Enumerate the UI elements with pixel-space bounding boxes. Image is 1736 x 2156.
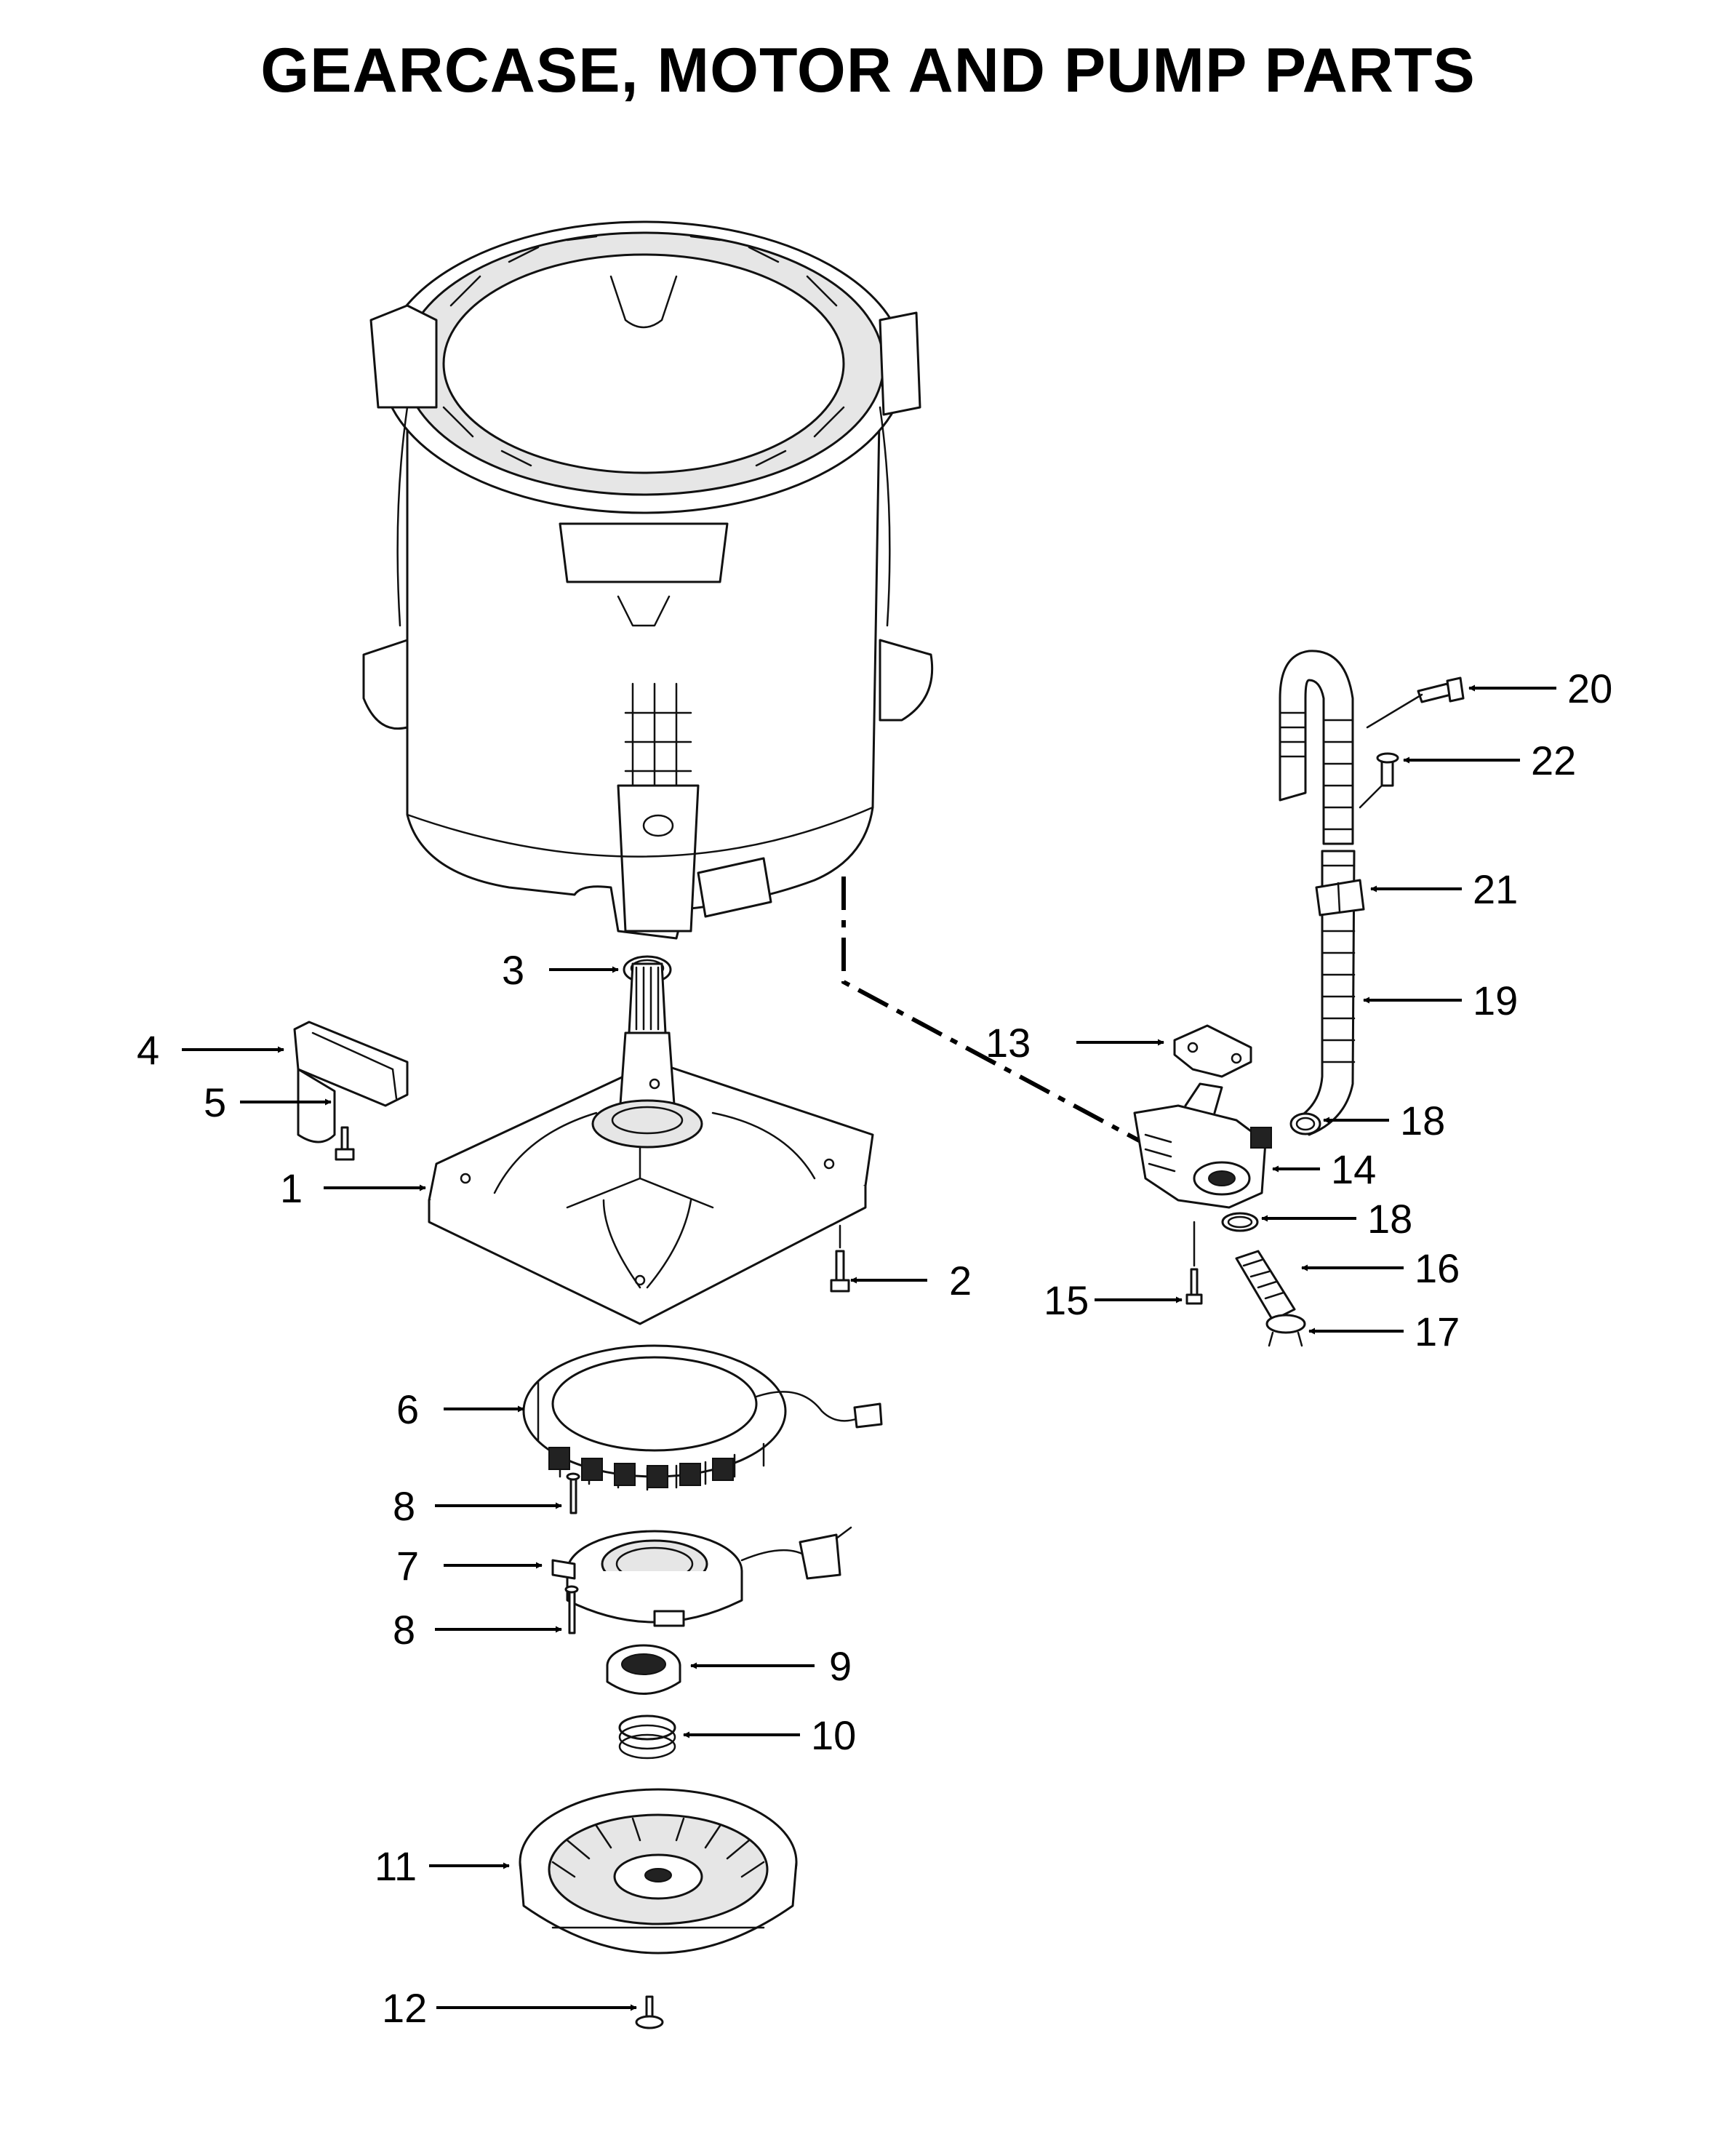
callout-8-upper: 8 (393, 1483, 415, 1529)
callout-5: 5 (204, 1079, 226, 1125)
part-7-hall-sensor-shield (551, 1526, 852, 1627)
part-13-gasket (1173, 1024, 1252, 1078)
part-15-screw (1185, 1221, 1203, 1305)
callout-17: 17 (1415, 1309, 1460, 1354)
callout-10: 10 (811, 1712, 856, 1758)
part-22-screw (1359, 752, 1399, 809)
part-11-rotor (519, 1788, 798, 1955)
callout-3: 3 (502, 947, 524, 993)
part-12-bolt (635, 1995, 664, 2029)
callout-22: 22 (1531, 738, 1576, 783)
part-10-spring (618, 1714, 676, 1760)
callout-labels: 1 2 3 4 5 6 7 8 8 9 10 11 12 13 14 15 16… (137, 666, 1612, 2031)
callout-15: 15 (1044, 1277, 1089, 1323)
part-4-bracket (293, 1021, 409, 1143)
assembly-connector-dashed-line (841, 877, 1143, 1144)
callout-1: 1 (280, 1165, 303, 1211)
part-14-pump (1133, 1082, 1272, 1209)
part-6-stator (522, 1344, 883, 1491)
callout-4: 4 (137, 1027, 159, 1073)
callout-7: 7 (396, 1543, 419, 1589)
callout-13: 13 (985, 1020, 1031, 1066)
part-17-clamp (1265, 1314, 1306, 1347)
callout-2: 2 (949, 1258, 972, 1303)
callout-14: 14 (1331, 1146, 1376, 1192)
part-8-screw-lower (564, 1585, 579, 1634)
callout-8-lower: 8 (393, 1607, 415, 1653)
part-8-screw-upper (566, 1472, 580, 1514)
part-21-hose-clip (1315, 879, 1365, 917)
part-9-bearing (606, 1644, 681, 1695)
part-20-screw (1366, 676, 1465, 729)
callout-12: 12 (382, 1985, 427, 2031)
callout-16: 16 (1415, 1245, 1460, 1291)
callout-11: 11 (375, 1843, 417, 1889)
callout-19: 19 (1473, 978, 1518, 1023)
callout-18-lower: 18 (1367, 1196, 1412, 1242)
callout-9: 9 (829, 1643, 852, 1689)
part-2-bolt (830, 1224, 850, 1293)
part-5-screw (335, 1126, 355, 1161)
callout-20: 20 (1567, 666, 1612, 711)
outer-tub-drawing (362, 220, 934, 940)
part-1-gearcase (428, 962, 874, 1325)
callout-21: 21 (1473, 866, 1518, 912)
diagram-title: GEARCASE, MOTOR AND PUMP PARTS (260, 36, 1476, 105)
part-16-drain-hose-short (1235, 1250, 1296, 1322)
callout-6: 6 (396, 1386, 419, 1432)
part-18-clamp-upper (1289, 1112, 1321, 1135)
callout-leaders (182, 684, 1556, 2011)
callout-18-upper: 18 (1400, 1098, 1445, 1143)
part-18-clamp-lower (1221, 1212, 1259, 1232)
